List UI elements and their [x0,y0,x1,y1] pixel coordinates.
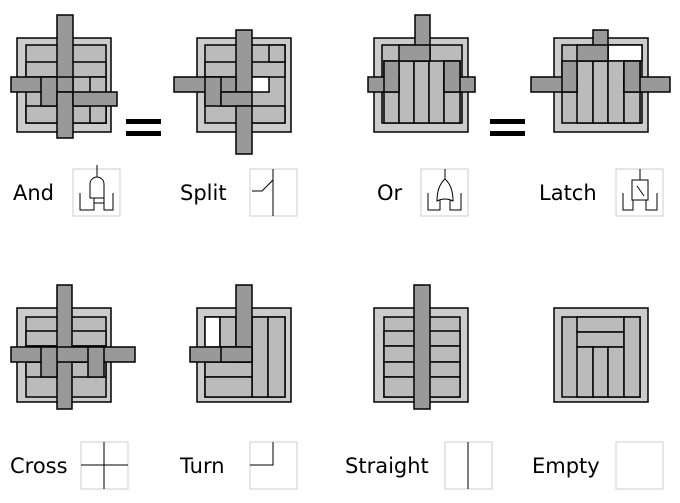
equals-sign-bar [490,131,525,136]
latch-gadget-cell [576,60,594,124]
or-gadget-piece [398,44,431,62]
turn-gadget-cell [204,361,253,378]
latch-gadget-piece [623,60,641,93]
turn-icon-symbol [250,442,274,466]
empty-gadget-cell [607,346,625,398]
or-label: Or [377,181,403,205]
or-gadget-cell [413,60,430,124]
turn-gadget-cell [204,376,253,398]
and-label: And [13,181,55,205]
latch-gadget-cell [592,60,609,124]
turn-gadget [189,284,292,403]
straight-label: Straight [345,454,429,478]
split-gadget-cell [268,44,286,63]
or-gadget-piece [383,60,400,93]
empty-gadget-cell [576,346,594,398]
straight-icon [444,441,493,490]
or-gate-icon [420,168,469,217]
turn-gadget-cell [251,316,269,398]
empty-gadget [553,307,649,403]
split-icon [249,168,298,217]
straight-gadget [373,284,469,410]
split-label: Split [180,181,227,205]
cross-gadget [10,284,136,410]
empty-gadget-cell [576,316,625,333]
equals-sign-bar [126,119,161,124]
turn-gadget-cell [219,316,237,348]
equals-sign [490,119,525,136]
split-gadget-piece [220,91,253,107]
empty-gadget-cell [592,346,609,398]
empty-gadget-cell [576,331,625,348]
empty-gadget-cell [623,316,641,398]
cross-label: Cross [10,454,68,478]
empty-label: Empty [532,454,600,478]
and-gadget [10,14,118,139]
or-gate-icon-symbol [427,169,462,211]
turn-gadget-piece [220,346,253,363]
latch-gadget-hole [607,44,643,62]
equals-sign-bar [490,119,525,124]
and-gate-icon [72,165,121,217]
turn-icon [249,441,298,490]
split-icon-symbol [252,169,274,216]
turn-label: Turn [180,454,225,478]
cross-gadget-piece [10,346,136,363]
or-gadget-piece [443,60,461,93]
latch-gadget-piece [576,44,609,62]
and-gadget-piece [56,91,74,139]
or-gadget [367,14,476,133]
cross-gadget-piece [87,346,105,378]
or-gadget-cell [398,60,415,124]
empty-icon [615,441,664,490]
cross-icon-symbol [81,442,128,489]
split-gadget [173,29,292,155]
and-gadget-piece [72,91,118,107]
turn-gadget-cell [267,316,286,398]
cross-icon [80,441,129,490]
split-gadget-piece [235,29,253,93]
empty-icon-border [615,441,664,490]
equals-sign-bar [126,131,161,136]
split-gadget-piece [204,76,222,107]
latch-gadget-cell [607,60,625,124]
straight-gadget-piece [413,284,431,410]
and-gate-icon-symbol [79,165,114,211]
split-gadget-piece [235,105,253,155]
turn-gadget-hole [204,316,221,348]
or-gadget-cell [428,60,445,124]
cross-gadget-piece [40,346,58,378]
latch-icon [615,168,664,217]
latch-gadget [530,29,671,133]
and-gadget-piece [40,76,58,107]
latch-icon-symbol [622,169,658,211]
equals-sign [126,119,161,136]
latch-gadget-piece [561,60,578,93]
split-gadget-hole [250,76,270,93]
split-gadget-cell [250,105,286,124]
latch-label: Latch [539,181,597,205]
